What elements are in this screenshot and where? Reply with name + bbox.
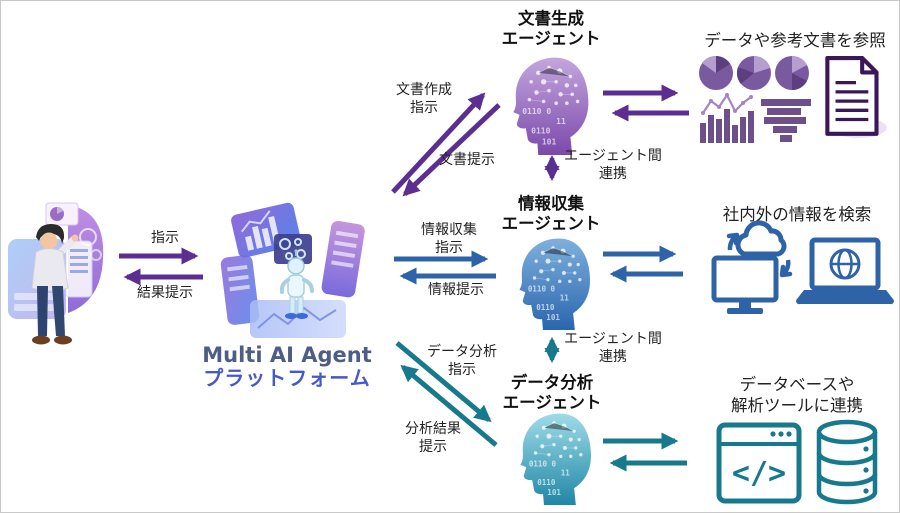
svg-text:11: 11 (560, 294, 570, 303)
data-response-label: 分析結果 提示 (405, 421, 461, 455)
doc-agent-head-icon: 0110 0 11 0110 101 (513, 57, 589, 155)
user-illustration (8, 202, 104, 345)
svg-text:0110 0: 0110 0 (522, 107, 551, 116)
laptop-globe-icon (796, 237, 894, 305)
info-resources-icon (711, 220, 894, 314)
svg-text:</>: </> (732, 456, 786, 491)
svg-text:0110: 0110 (536, 303, 555, 312)
svg-text:101: 101 (542, 137, 557, 146)
user-result-label: 結果提示 (137, 285, 193, 301)
agent-link-label-2: エージェント間 連携 (564, 331, 662, 365)
doc-response-label: 文書提示 (439, 152, 495, 168)
svg-text:101: 101 (546, 313, 560, 322)
agent-link-label-1: エージェント間 連携 (564, 148, 662, 182)
person-icon (31, 224, 79, 345)
code-window-icon: </> (716, 422, 802, 504)
bar-line-chart-icon (700, 92, 754, 143)
funnel-chart-icon (761, 99, 811, 142)
doc-resource-caption: データや参考文書を参照 (704, 31, 886, 50)
info-agent-title: 情報収集 エージェント (501, 194, 601, 233)
data-agent-head-icon: 0110 0 11 0110 101 (520, 413, 592, 505)
info-agent-head-icon: 0110 0 11 0110 101 (519, 238, 591, 330)
doc-instruction-label: 文書作成 指示 (396, 82, 452, 116)
info-response-label: 情報提示 (428, 282, 484, 298)
cloud-sync-monitor-icon (711, 220, 793, 314)
svg-text:11: 11 (561, 469, 571, 478)
data-agent-title: データ分析 エージェント (502, 373, 602, 412)
pie-chart-icon (699, 55, 809, 90)
charts-cluster-icon (699, 55, 811, 143)
info-resource-caption: 社内外の情報を検索 (722, 205, 872, 224)
platform-illustration (220, 202, 365, 338)
doc-agent-title: 文書生成 エージェント (501, 9, 601, 48)
svg-text:0110: 0110 (537, 478, 556, 487)
svg-text:0110 0: 0110 0 (528, 284, 556, 293)
platform-name-en: Multi AI Agent (202, 343, 372, 367)
svg-text:0110: 0110 (531, 127, 550, 136)
data-resources-icon: </> (716, 419, 878, 505)
svg-text:11: 11 (556, 117, 566, 126)
info-instruction-label: 情報収集 指示 (421, 222, 477, 256)
document-icon (825, 56, 887, 138)
svg-text:0110 0: 0110 0 (529, 459, 557, 468)
dashboard-screens-icon (220, 202, 365, 338)
database-icon (816, 419, 878, 505)
platform-name: Multi AI Agent プラットフォーム (191, 344, 383, 390)
data-resource-caption: データベースや 解析ツールに連携 (731, 375, 863, 415)
user-instruction-label: 指示 (151, 230, 179, 246)
svg-text:101: 101 (547, 488, 561, 497)
robot-icon (279, 249, 314, 319)
platform-name-jp: プラットフォーム (203, 366, 371, 390)
data-instruction-label: データ分析 指示 (427, 344, 497, 378)
